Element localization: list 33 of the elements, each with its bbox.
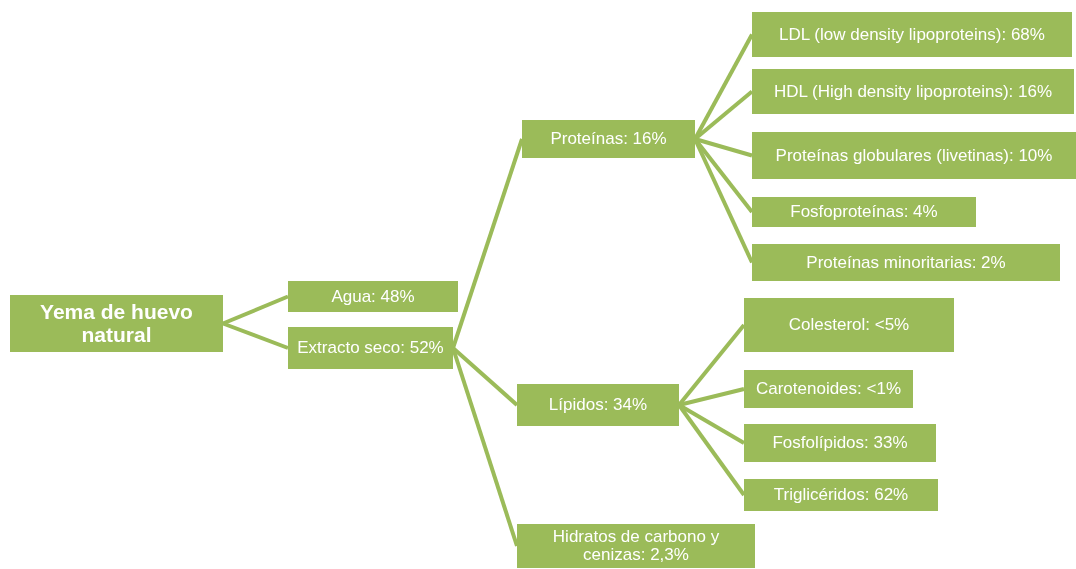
category-box [517, 384, 679, 426]
node-label: Triglicéridos: 62% [773, 486, 909, 504]
node-label: Hidratos de carbono y cenizas: 2,3% [551, 528, 721, 564]
node-label: Extracto seco: 52% [297, 339, 444, 357]
connector-line [222, 294, 289, 326]
category-box [752, 244, 1060, 281]
node-label: Proteínas: 16% [550, 130, 667, 148]
category-box [288, 327, 453, 369]
node-label: Fosfoproteínas: 4% [790, 203, 938, 221]
category-box [752, 197, 976, 227]
connector-line [222, 321, 289, 350]
node-label: HDL (High density lipoproteins): 16% [773, 82, 1053, 101]
node-label: Proteínas globulares (livetinas): 10% [775, 146, 1053, 165]
node-label: LDL (low density lipoproteins): 68% [779, 25, 1045, 44]
node-label: Carotenoides: <1% [755, 380, 902, 398]
category-box [10, 295, 223, 352]
node-label: Fosfolípidos: 33% [772, 434, 908, 452]
node-label: Colesterol: <5% [788, 316, 910, 334]
category-box [744, 424, 936, 462]
category-box [752, 132, 1076, 179]
node-label: Lípidos: 34% [548, 396, 648, 414]
category-box [752, 12, 1072, 57]
node-label: Proteínas minoritarias: 2% [806, 253, 1006, 272]
node-label: Agua: 48% [331, 287, 415, 306]
category-box [517, 524, 755, 568]
category-box [288, 281, 458, 312]
category-box [522, 120, 695, 158]
node-label: Yema de huevo natural [39, 301, 194, 346]
connector-line [694, 137, 753, 158]
category-box [744, 479, 938, 511]
category-box [752, 69, 1074, 114]
category-box [744, 370, 913, 408]
category-box [744, 298, 954, 352]
